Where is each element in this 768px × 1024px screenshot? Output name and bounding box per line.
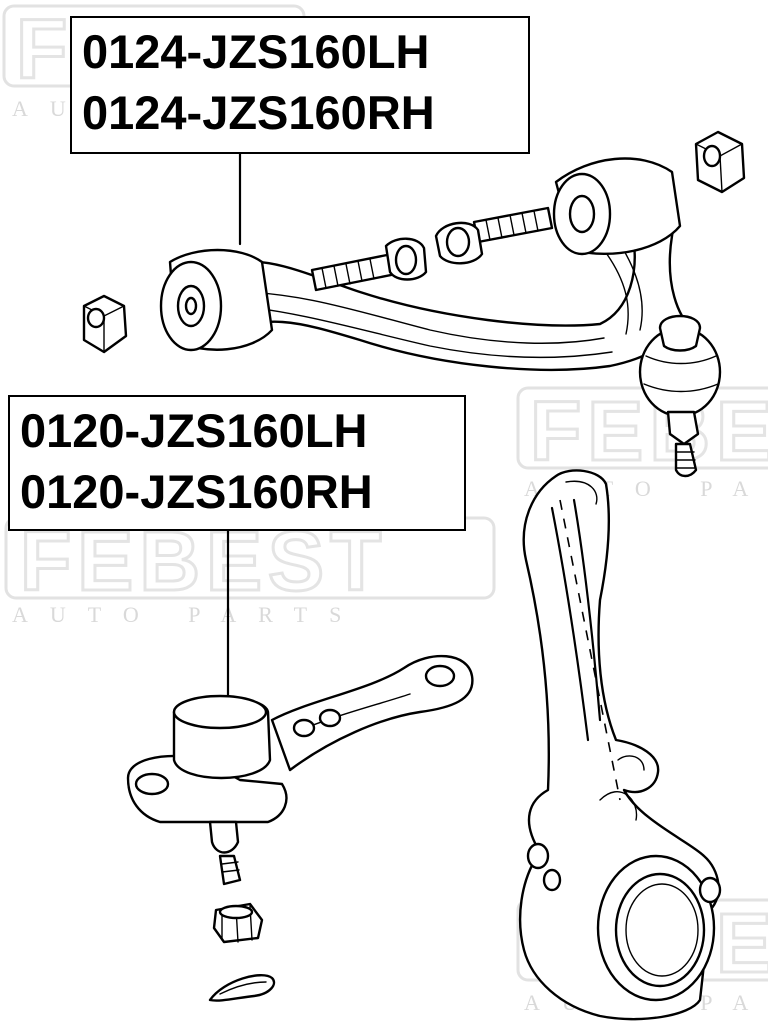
bolt-front (310, 237, 428, 292)
upper-control-arm-drawing (159, 157, 722, 478)
part-number-ball-joint-left: 0120-JZS160LH (20, 404, 368, 457)
part-number-upper-arm-right: 0124-JZS160RH (82, 86, 435, 139)
ball-joint-part-numbers: 0120-JZS160LH 0120-JZS160RH (8, 395, 466, 531)
nut-right (694, 130, 746, 194)
part-number-upper-arm-left: 0124-JZS160LH (82, 25, 430, 78)
nut-left (82, 294, 128, 354)
lower-ball-joint-drawing (126, 654, 474, 1002)
part-number-ball-joint-right: 0120-JZS160RH (20, 465, 373, 518)
svg-text:AUTO PARTS: AUTO PARTS (12, 602, 363, 627)
bolt-rear (434, 206, 554, 265)
assembly-axis-dashed (559, 499, 621, 801)
upper-arm-part-numbers: 0124-JZS160LH 0124-JZS160RH (70, 16, 530, 154)
steering-knuckle-drawing (519, 469, 722, 1021)
